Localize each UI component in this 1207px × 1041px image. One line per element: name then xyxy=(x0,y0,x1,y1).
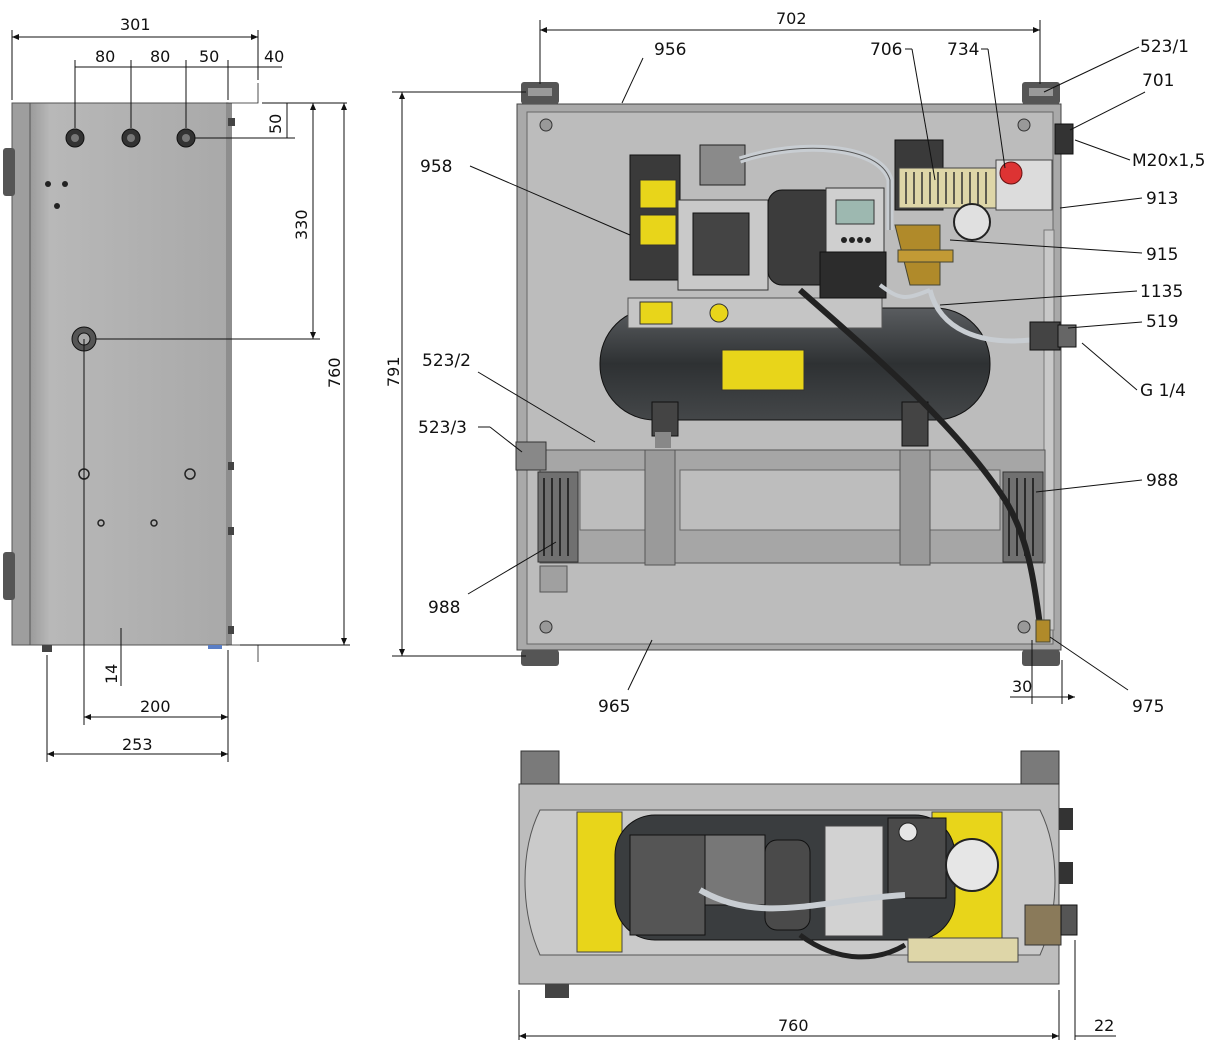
dim-fitting-height: 330 xyxy=(292,209,311,240)
callout-956: 956 xyxy=(654,40,686,60)
front-view: 702 791 30 xyxy=(384,9,1077,704)
callout-913: 913 xyxy=(1146,189,1178,209)
callout-g14: G 1/4 xyxy=(1140,381,1186,401)
dim-bottom-width: 760 xyxy=(778,1016,809,1035)
callout-988-left: 988 xyxy=(428,598,460,618)
callouts: 523/1 701 956 706 734 M20x1,5 958 913 91… xyxy=(418,37,1205,717)
bottom-view: 760 22 xyxy=(518,750,1116,1040)
callout-975: 975 xyxy=(1132,697,1164,717)
callout-523-2: 523/2 xyxy=(422,351,471,371)
dim-bottom-offset-right: 22 xyxy=(1094,1016,1114,1035)
dim-top-offset: 50 xyxy=(266,114,285,134)
dim-side-depth: 253 xyxy=(122,735,153,754)
dim-bottom-offset: 14 xyxy=(102,664,121,684)
callout-701: 701 xyxy=(1142,71,1174,91)
callout-988-right: 988 xyxy=(1146,471,1178,491)
callout-706: 706 xyxy=(870,40,902,60)
callout-1135: 1135 xyxy=(1140,282,1183,302)
dim-right-offset: 30 xyxy=(1012,677,1032,696)
dim-hole-spacing-2: 80 xyxy=(150,47,170,66)
callout-915: 915 xyxy=(1146,245,1178,265)
callout-523-1: 523/1 xyxy=(1140,37,1189,57)
callout-523-3: 523/3 xyxy=(418,418,467,438)
dim-hole-spacing-1: 80 xyxy=(95,47,115,66)
dim-front-width: 702 xyxy=(776,9,807,28)
callout-965: 965 xyxy=(598,697,630,717)
dim-hole-spacing-3: 50 xyxy=(199,47,219,66)
callout-519: 519 xyxy=(1146,312,1178,332)
dim-fitting-depth: 200 xyxy=(140,697,171,716)
dim-front-height: 791 xyxy=(384,356,403,387)
side-view: 301 80 80 50 40 50 330 760 14 200 253 xyxy=(3,15,350,762)
dim-side-width: 301 xyxy=(120,15,151,34)
dim-bracket-offset: 40 xyxy=(264,47,284,66)
dim-side-height: 760 xyxy=(325,357,344,388)
callout-m20: M20x1,5 xyxy=(1132,151,1205,171)
callout-958: 958 xyxy=(420,157,452,177)
callout-734: 734 xyxy=(947,40,979,60)
